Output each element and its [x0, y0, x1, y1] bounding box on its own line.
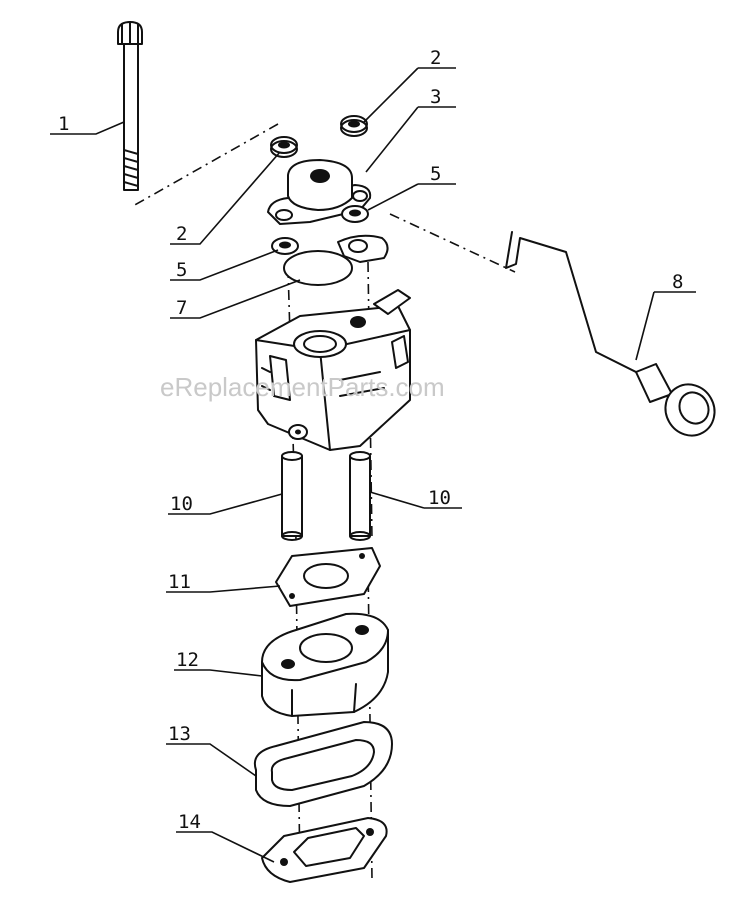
callout-1: 1	[58, 113, 69, 135]
callout-10-right: 10	[428, 487, 451, 509]
part-3-cover	[267, 159, 372, 225]
part-12-insulator-block	[261, 612, 389, 717]
callout-leaders	[50, 67, 696, 863]
callout-2-upper: 2	[430, 47, 441, 69]
watermark: eReplacementParts.com	[160, 372, 445, 402]
part-2-nut-upper	[340, 115, 368, 137]
part-2-nut-lower	[270, 136, 298, 158]
part-11-gasket	[275, 547, 381, 607]
callout-13: 13	[168, 723, 191, 745]
part-8-rod-knob	[505, 231, 716, 437]
part-1-bolt	[117, 21, 143, 191]
part-13-gasket	[254, 721, 393, 807]
callout-2-lower: 2	[176, 223, 187, 245]
callout-5-lower: 5	[176, 259, 187, 281]
part-10-tube-left	[281, 451, 303, 541]
callout-labels: 1 2 3 2 5 5 7 8 10 10 11 12 13 14	[58, 47, 683, 833]
callout-10-left: 10	[170, 493, 193, 515]
carburetor-body	[255, 289, 411, 451]
part-5-washer-right	[341, 205, 369, 223]
callout-7: 7	[176, 297, 187, 319]
callout-14: 14	[178, 811, 201, 833]
callout-3: 3	[430, 86, 441, 108]
callout-8: 8	[672, 271, 683, 293]
part-7-diaphragm-gasket	[283, 234, 389, 286]
part-5-washer-left	[271, 237, 299, 255]
callout-5-upper: 5	[430, 163, 441, 185]
part-10-tube-right	[349, 451, 371, 541]
callout-11: 11	[168, 571, 191, 593]
callout-12: 12	[176, 649, 199, 671]
part-14-gasket	[261, 817, 388, 883]
